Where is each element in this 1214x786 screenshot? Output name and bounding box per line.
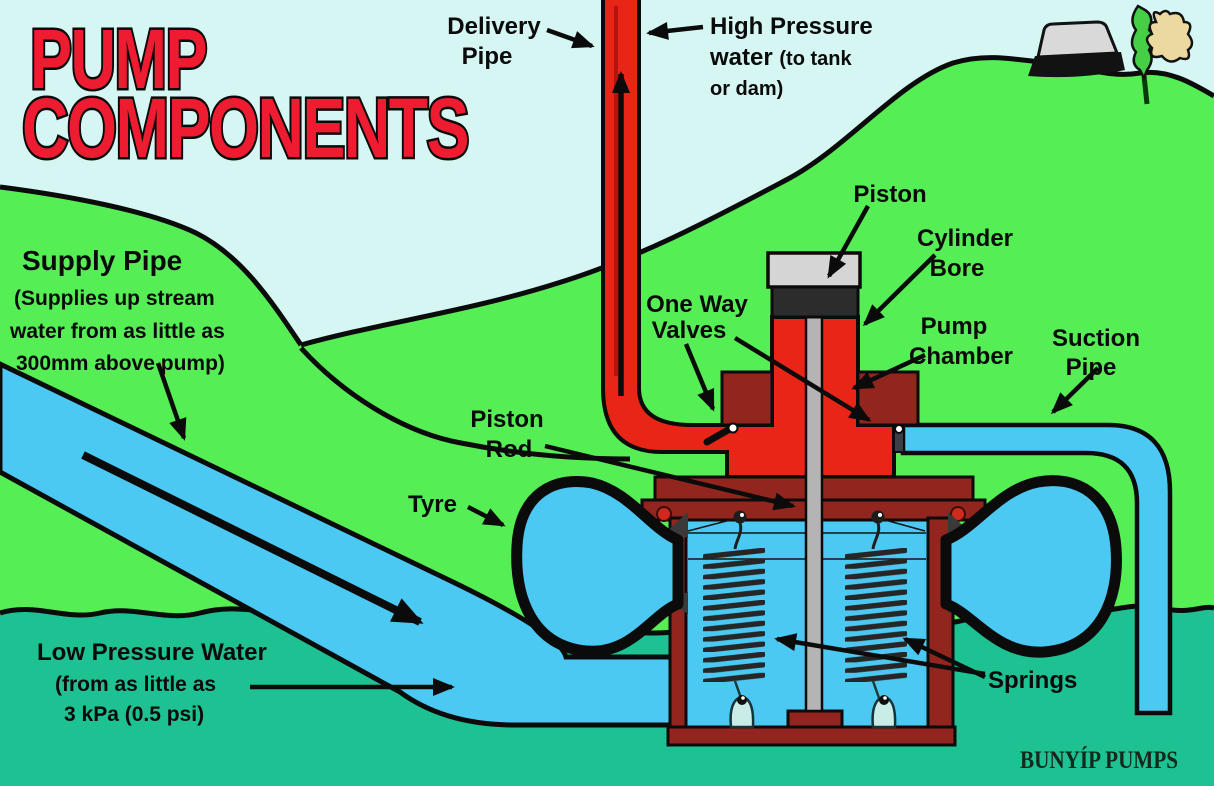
one-way-valves-label-1: One Way xyxy=(646,291,748,318)
valve-pivot-left-dot xyxy=(740,513,744,517)
valve-linkage-left xyxy=(687,517,739,532)
valve-pivot-right xyxy=(871,510,885,524)
spring-left xyxy=(703,548,765,682)
hill-ridge-line xyxy=(299,346,631,462)
tyre-arrow xyxy=(466,504,506,528)
cone-tip-left-dot xyxy=(741,696,745,700)
delivery-pipe-label-2: Pipe xyxy=(462,43,513,70)
tyre-right xyxy=(940,475,1122,658)
high-pressure-label-2b: (to tank xyxy=(779,48,852,70)
valve-pivot-right-dot xyxy=(878,513,882,517)
high-pressure-arrow xyxy=(646,21,704,40)
suction-pipe xyxy=(900,422,1173,716)
low-pressure-label-2: (from as little as xyxy=(55,673,216,696)
valve-block-left xyxy=(720,370,774,427)
springs-arrow-left xyxy=(774,633,986,677)
cone-tip-right xyxy=(879,695,889,705)
rock-base xyxy=(1028,52,1125,78)
chamber-floor xyxy=(666,725,957,747)
piston-rod-label-2: Rod xyxy=(486,436,533,463)
pump-chamber-label-2: Chamber xyxy=(909,343,1013,370)
piston-arrow xyxy=(827,204,870,279)
cone-tip-right-dot xyxy=(883,696,887,700)
piston-cap xyxy=(766,251,862,289)
cylinder-bore-label-1: Cylinder xyxy=(917,225,1013,252)
low-pressure-label-1: Low Pressure Water xyxy=(37,639,267,666)
valve-pivot-left xyxy=(733,510,747,524)
supply-pipe-label-sub-3: 300mm above pump) xyxy=(16,352,225,375)
delivery-pipe-arrow xyxy=(546,27,595,49)
tyre-mount-left-top xyxy=(656,506,672,522)
piston-label: Piston xyxy=(853,181,926,208)
one-way-valve-left-flap xyxy=(703,426,732,446)
one-way-valves-label-2: Valves xyxy=(652,317,727,344)
high-pressure-label-3: or dam) xyxy=(710,78,783,100)
high-pressure-label-2: water (to tank xyxy=(709,44,852,71)
hill-outline-left xyxy=(0,184,304,347)
cylinder-bore-label-2: Bore xyxy=(930,255,985,282)
piston-rod xyxy=(804,315,824,713)
one-way-valve-right-dot xyxy=(894,424,904,434)
suction-pipe-label-1: Suction xyxy=(1052,325,1140,352)
tree-foliage-tan xyxy=(1145,9,1194,63)
one-way-valves-arrow-left xyxy=(683,343,716,412)
hill-outline-right xyxy=(300,55,1214,348)
high-pressure-label-1: High Pressure xyxy=(710,13,873,40)
supply-pipe-label-sub-1: (Supplies up stream xyxy=(14,287,215,310)
spring-hook-left xyxy=(733,522,743,550)
supply-pipe-arrow xyxy=(155,362,187,441)
chamber-pedestal xyxy=(786,709,844,729)
pump-chamber-arrow xyxy=(851,352,926,391)
spring-hook-right xyxy=(871,522,881,550)
page-title-line-2: COMPONENTS xyxy=(22,81,468,175)
cone-tip-left xyxy=(737,695,747,705)
pump-chamber-label-1: Pump xyxy=(921,313,988,340)
supply-flow-arrow xyxy=(81,451,424,626)
piston-rod-label-1: Piston xyxy=(470,406,543,433)
springs-arrow-right xyxy=(902,636,986,680)
tyre-label: Tyre xyxy=(408,491,457,518)
one-way-valve-left-dot xyxy=(727,422,739,434)
spring-right xyxy=(845,548,907,682)
high-pressure-label-2a: water xyxy=(709,44,779,71)
suction-pipe-arrow xyxy=(1050,366,1100,415)
one-way-valves-arrow-right xyxy=(733,336,872,422)
supply-pipe-label-sub-2: water from as little as xyxy=(9,320,225,343)
delivery-pipe-label-1: Delivery xyxy=(447,13,541,40)
valve-linkage-right xyxy=(877,517,926,532)
tyre-left xyxy=(511,475,684,657)
springs-label: Springs xyxy=(988,667,1077,694)
piston-rod-arrow xyxy=(544,443,796,511)
low-pressure-label-3: 3 kPa (0.5 psi) xyxy=(64,703,204,726)
spring-tail-right xyxy=(871,680,881,699)
brand-logo: BUNYÍP PUMPS xyxy=(1020,746,1178,774)
tyre-mount-right-top xyxy=(950,506,966,522)
page-title-line-1: PUMP xyxy=(30,12,206,106)
spring-tail-left xyxy=(733,680,743,699)
rock xyxy=(1036,20,1120,59)
cylinder-bore-arrow xyxy=(862,253,937,327)
tree-leaves-green xyxy=(1130,4,1155,82)
suction-pipe-label-2: Pipe xyxy=(1066,354,1117,381)
supply-pipe-label-title: Supply Pipe xyxy=(22,245,182,276)
piston xyxy=(770,285,860,319)
